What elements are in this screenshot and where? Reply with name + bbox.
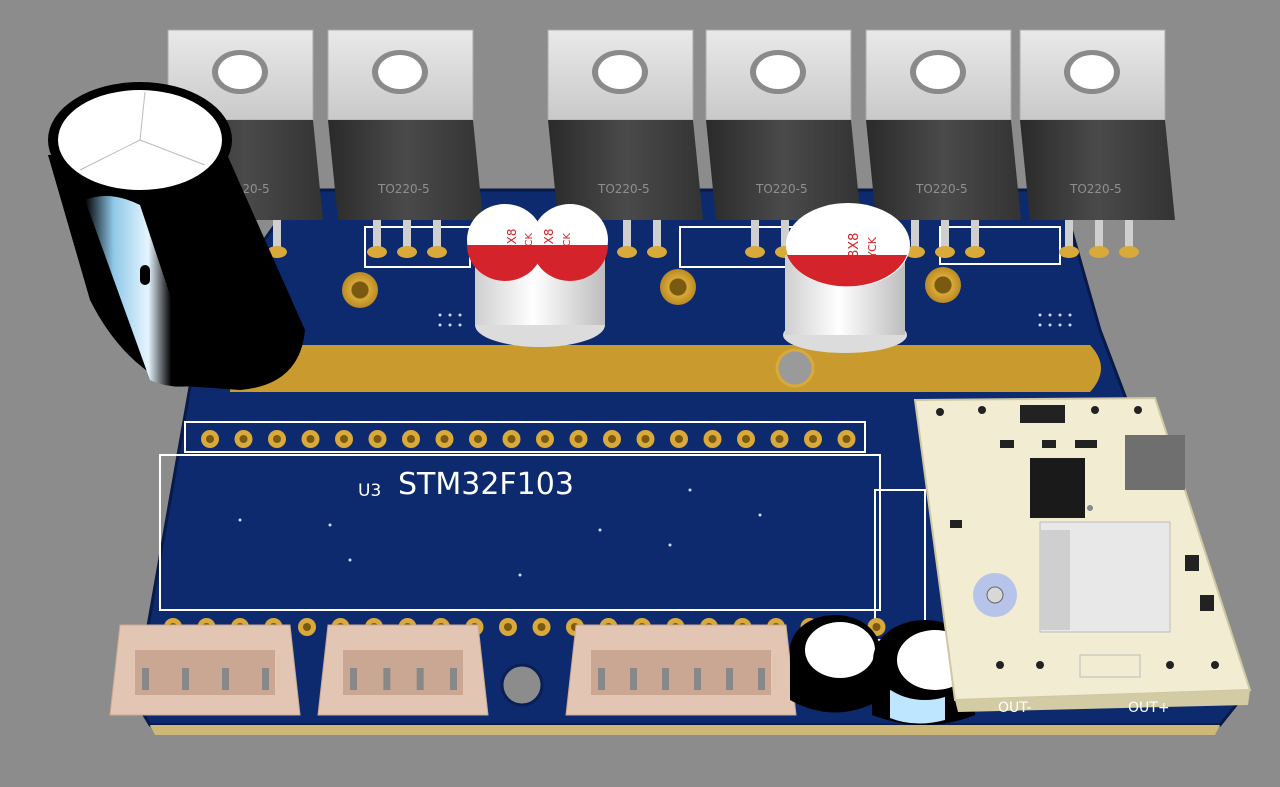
header-pad	[670, 430, 688, 448]
header-pad	[703, 430, 722, 448]
bulk-capacitor	[48, 82, 305, 390]
header-pad	[469, 430, 487, 448]
regulator-to220: TO220-5	[865, 29, 1021, 258]
header-pads-top	[201, 430, 856, 448]
header-pad	[435, 430, 454, 448]
header-pad	[499, 618, 517, 636]
chip-part-number: STM32F103	[398, 467, 574, 502]
header-pad	[536, 430, 554, 448]
header-pad	[569, 430, 588, 448]
regulator-label: TO220-5	[915, 182, 968, 196]
header-pad	[603, 430, 621, 448]
regulator-to220: TO220-5	[1019, 29, 1175, 258]
cap-brand-label: YCK	[562, 232, 573, 253]
cap-brand-label: YCK	[866, 236, 879, 259]
regulator-label: TO220-5	[597, 182, 650, 196]
jst-connector	[565, 624, 797, 716]
small-capacitor-left	[790, 615, 880, 713]
regulator-to220: TO220-5	[547, 29, 703, 258]
smd-cap-right: 8X8 YCK	[783, 203, 910, 353]
header-pad	[368, 430, 387, 448]
header-pad	[201, 430, 219, 448]
regulator-label: TO220-5	[1069, 182, 1122, 196]
regulator-label: TO220-5	[755, 182, 808, 196]
smd-cap-left: 8X8 YCK 8X8 YCK	[467, 204, 608, 347]
header-pad	[502, 430, 521, 448]
jst-connector	[317, 624, 489, 716]
header-pad	[837, 430, 856, 448]
regulator-to220: TO220-5	[327, 29, 483, 258]
cap-size-label: 8X8	[505, 229, 519, 253]
jst-connector	[109, 624, 301, 716]
header-pad	[268, 430, 286, 448]
header-pad	[298, 618, 316, 636]
header-pad	[532, 618, 551, 636]
module-out-plus-label: OUT+	[1128, 700, 1170, 716]
header-pad	[402, 430, 420, 448]
copper-bus-trace	[230, 345, 1101, 392]
chip-designator: U3	[358, 481, 381, 501]
small-capacitor-right	[872, 620, 977, 725]
connector-row	[109, 624, 797, 716]
dcdc-module: OUT- OUT+	[913, 396, 1252, 716]
cap-size-label: 8X8	[542, 229, 556, 253]
header-pad	[234, 430, 253, 448]
regulator-label: TO220-5	[377, 182, 430, 196]
header-pad	[301, 430, 320, 448]
header-pad	[770, 430, 789, 448]
header-pad	[737, 430, 755, 448]
mounting-holes	[342, 267, 961, 707]
cap-size-label: 8X8	[847, 233, 862, 258]
header-pad	[636, 430, 655, 448]
header-pad	[335, 430, 353, 448]
header-pad	[804, 430, 822, 448]
cap-brand-label: YCK	[524, 232, 535, 253]
regulator-to220: TO220-5	[705, 29, 861, 258]
silkscreen-outlines	[159, 226, 1061, 641]
module-out-minus-label: OUT-	[998, 700, 1032, 716]
via-field	[238, 313, 1072, 577]
